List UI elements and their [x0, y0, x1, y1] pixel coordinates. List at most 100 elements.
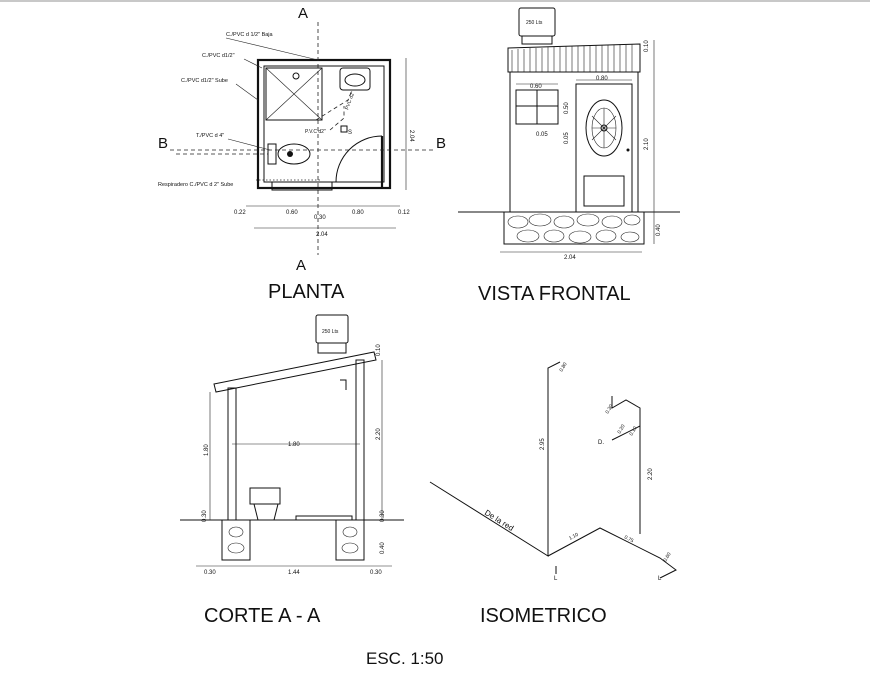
dim-204-h: 2.04	[316, 232, 328, 238]
note-4in: T./PVC d 4"	[196, 133, 224, 139]
dim-080: 0.80	[352, 210, 364, 216]
door-knob-icon	[626, 148, 630, 152]
corte-dim-040: 0.40	[380, 542, 386, 554]
toilet-tank	[267, 143, 277, 165]
vista-dim-005b: 0.05	[564, 132, 570, 144]
corte-wall-left	[227, 387, 237, 521]
iso-dim-020: 0.20	[617, 423, 627, 435]
iso-pipe-shower	[611, 425, 641, 441]
corte-dim-030c: 0.30	[204, 570, 216, 576]
front-wall	[509, 71, 639, 213]
door-rays	[591, 108, 617, 148]
leader-baja	[225, 37, 319, 61]
title-vista-frontal: VISTA FRONTAL	[478, 283, 631, 305]
vista-dim-050: 0.50	[564, 102, 570, 114]
iso-red-label: De la red	[483, 508, 515, 533]
iso-label-d: D.	[598, 440, 604, 446]
vista-dim-210: 2.10	[644, 138, 650, 150]
roof-tiles	[511, 44, 633, 72]
planta-outer-wall	[256, 58, 392, 190]
scale-label: ESC. 1:50	[366, 649, 444, 668]
note-pvc12: C./PVC d1/2"	[202, 53, 235, 59]
iso-dim-295: 2.95	[540, 438, 546, 450]
cut-label-b-left: B	[158, 135, 168, 152]
planta-inner-wall	[263, 65, 385, 183]
dim-012: 0.12	[398, 210, 410, 216]
toilet-bowl	[277, 143, 311, 165]
iso-pipe-riser	[611, 396, 641, 534]
corte-wall-right	[355, 359, 365, 521]
leader-sube	[235, 83, 259, 101]
corte-footing-stones	[227, 526, 359, 554]
iso-dim-030: 0.30	[605, 403, 615, 415]
note-pvc2-a: P.V.C d2"	[305, 129, 326, 135]
iso-label-l2: L	[658, 576, 662, 582]
vista-dim-080: 0.80	[596, 76, 608, 82]
vista-dim-060: 0.60	[530, 84, 542, 90]
corte-dim-030d: 0.30	[370, 570, 382, 576]
corte-toilet-tank	[249, 487, 281, 505]
planta-view: A A B B C./PVC d 1/2" Baja C./PVC d1/2" …	[158, 5, 446, 303]
vista-frontal-view: 250 Lts	[458, 7, 680, 305]
corte-dim-030b: 0.30	[380, 510, 386, 522]
dim-204-v: 2.04	[408, 130, 414, 142]
corte-toilet-bowl	[253, 503, 279, 521]
door-swing	[335, 135, 383, 183]
vista-dim-005: 0.05	[536, 132, 548, 138]
leader-4in	[227, 138, 271, 151]
door-lower-panel	[583, 175, 625, 207]
drain-label: S	[348, 130, 352, 136]
floor-drain-icon	[340, 125, 348, 133]
title-planta: PLANTA	[268, 281, 345, 303]
tank-label: 250 Lts	[526, 20, 543, 26]
corte-dim-180h: 1.80	[288, 442, 300, 448]
corte-dim-030a: 0.30	[202, 510, 208, 522]
title-corte: CORTE A - A	[204, 605, 321, 627]
corte-shower-step	[295, 515, 353, 521]
iso-dim-060: 0.60	[663, 551, 673, 563]
vista-dim-040: 0.40	[656, 224, 662, 236]
iso-dim-080: 0.80	[559, 361, 569, 373]
dim-060: 0.60	[286, 210, 298, 216]
tank-base	[521, 35, 553, 45]
iso-dim-110: 1.10	[568, 532, 580, 542]
cut-label-a-top: A	[298, 5, 308, 22]
vista-dim-204: 2.04	[564, 255, 576, 261]
note-respiradero: Respiradero C./PVC d 2" Sube	[158, 182, 233, 188]
corte-footing-right	[335, 519, 365, 561]
corte-tank-base	[317, 342, 347, 354]
dim-030: 0.30	[314, 215, 326, 221]
iso-label-l1: L	[554, 576, 558, 582]
lavatory	[339, 67, 371, 91]
title-isometrico: ISOMETRICO	[480, 605, 607, 627]
note-sube: C./PVC d1/2" Sube	[181, 78, 228, 84]
shower-drain-icon	[292, 72, 300, 80]
foundation-stones	[507, 213, 641, 244]
iso-dim-010: 0.10	[629, 425, 639, 437]
iso-pipe-branch	[547, 527, 677, 579]
lavatory-bowl	[344, 73, 366, 87]
pipe-shower-lav	[315, 89, 353, 121]
corte-tank-label: 250 Lts	[322, 329, 339, 335]
leader-pvc12	[243, 58, 263, 69]
corte-shower-head	[340, 379, 347, 390]
corte-dim-010: 0.10	[376, 344, 382, 356]
door-oval	[585, 99, 623, 157]
corte-footing-left	[221, 519, 251, 561]
corte-view: 250 Lts 1.80 1.80 2.20 0.10 0.30	[180, 314, 404, 627]
isometrico-view: De la red 0.80 2.95 1.10 0.75 0.60 2.20 …	[429, 361, 677, 627]
cut-label-a-bottom: A	[296, 257, 306, 274]
corte-roof	[213, 351, 377, 393]
foundation	[503, 211, 645, 245]
toilet-drain-icon	[287, 151, 293, 157]
cut-label-b-right: B	[436, 135, 446, 152]
note-baja: C./PVC d 1/2" Baja	[226, 32, 274, 38]
iso-dim-075: 0.75	[623, 534, 635, 544]
corte-dim-144: 1.44	[288, 570, 300, 576]
vista-dim-010: 0.10	[644, 40, 650, 52]
iso-pipe-main	[429, 361, 561, 557]
shower-diagonal-2	[265, 67, 323, 121]
note-pvc2-b: PVC d2"	[344, 91, 356, 111]
